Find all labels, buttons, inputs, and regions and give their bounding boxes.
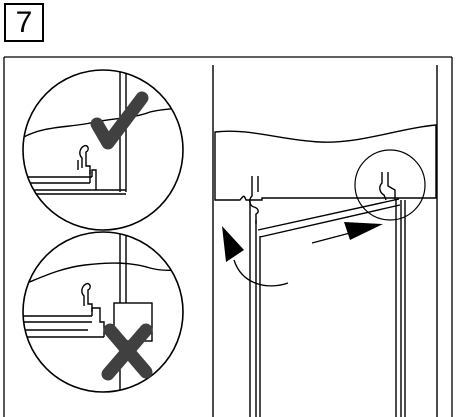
detail-correct — [22, 69, 184, 231]
detail-marker-circle — [354, 149, 426, 221]
illustration-frame — [3, 56, 453, 417]
step-number: 7 — [4, 3, 44, 42]
countertop-cut — [214, 124, 437, 201]
straight-arrow-icon — [311, 222, 383, 244]
curved-arrow-icon — [222, 226, 289, 287]
detail-incorrect — [22, 231, 184, 393]
detail-circle-incorrect — [22, 231, 184, 393]
cross-icon — [101, 323, 153, 381]
check-icon — [90, 91, 149, 150]
overview-panel — [212, 65, 438, 417]
detail-circle-correct — [22, 69, 184, 231]
